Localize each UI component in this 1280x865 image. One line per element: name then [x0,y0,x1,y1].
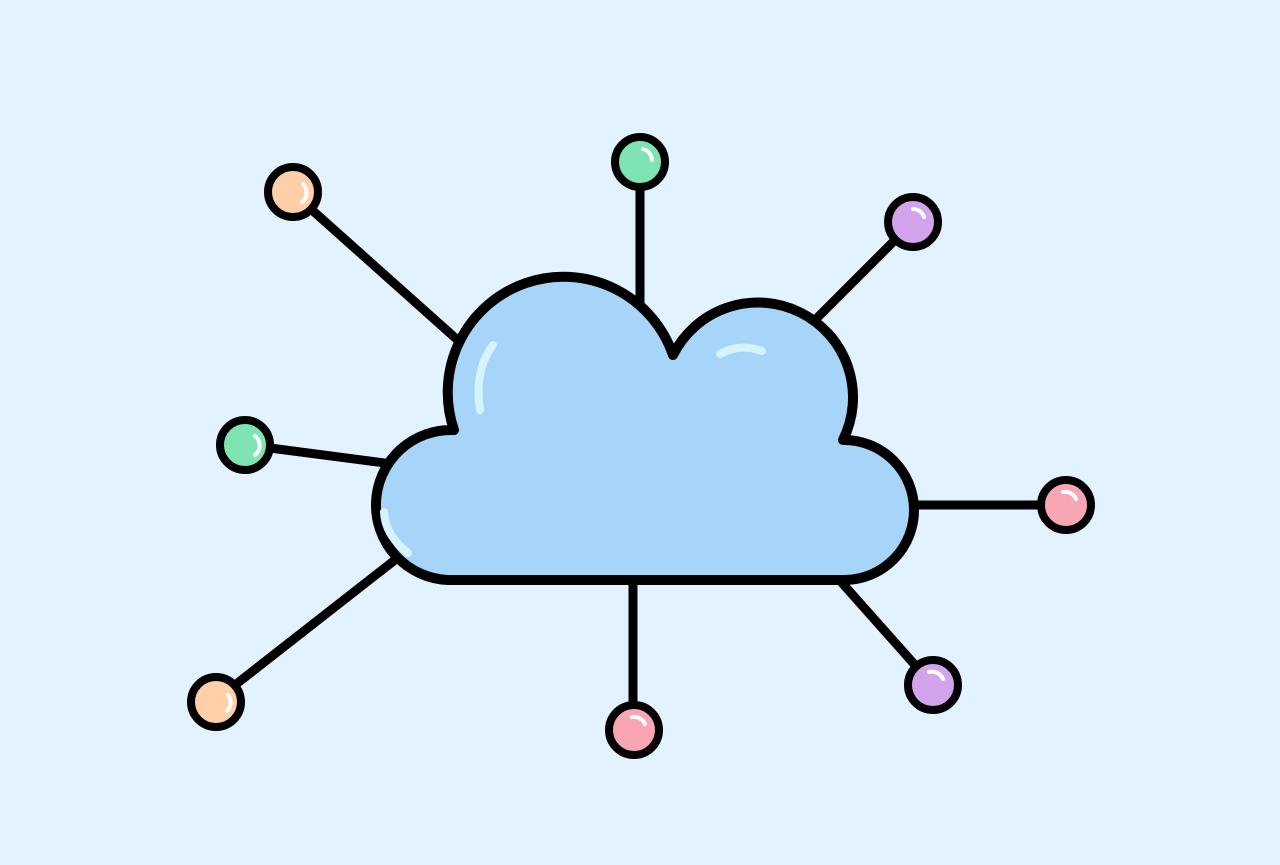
connector-bottom-left [230,551,405,690]
network-nodes [187,133,1095,759]
connector-lines [230,183,1045,710]
connector-top-left [307,205,485,365]
cloud-highlight-left [380,508,412,557]
connector-bottom-right [830,570,920,670]
node-top-left [264,163,322,221]
node-bottom-right [904,656,962,714]
node-top-right [884,193,942,251]
node-top [611,133,669,191]
connector-left [265,443,405,470]
cloud-icon [370,271,919,585]
node-right [1037,476,1095,534]
cloud-highlight-top [474,341,497,414]
cloud-highlight-right [716,343,766,358]
node-bottom [605,701,663,759]
cloud-body [370,271,919,585]
node-left [216,416,274,474]
node-bottom-left [187,673,245,731]
